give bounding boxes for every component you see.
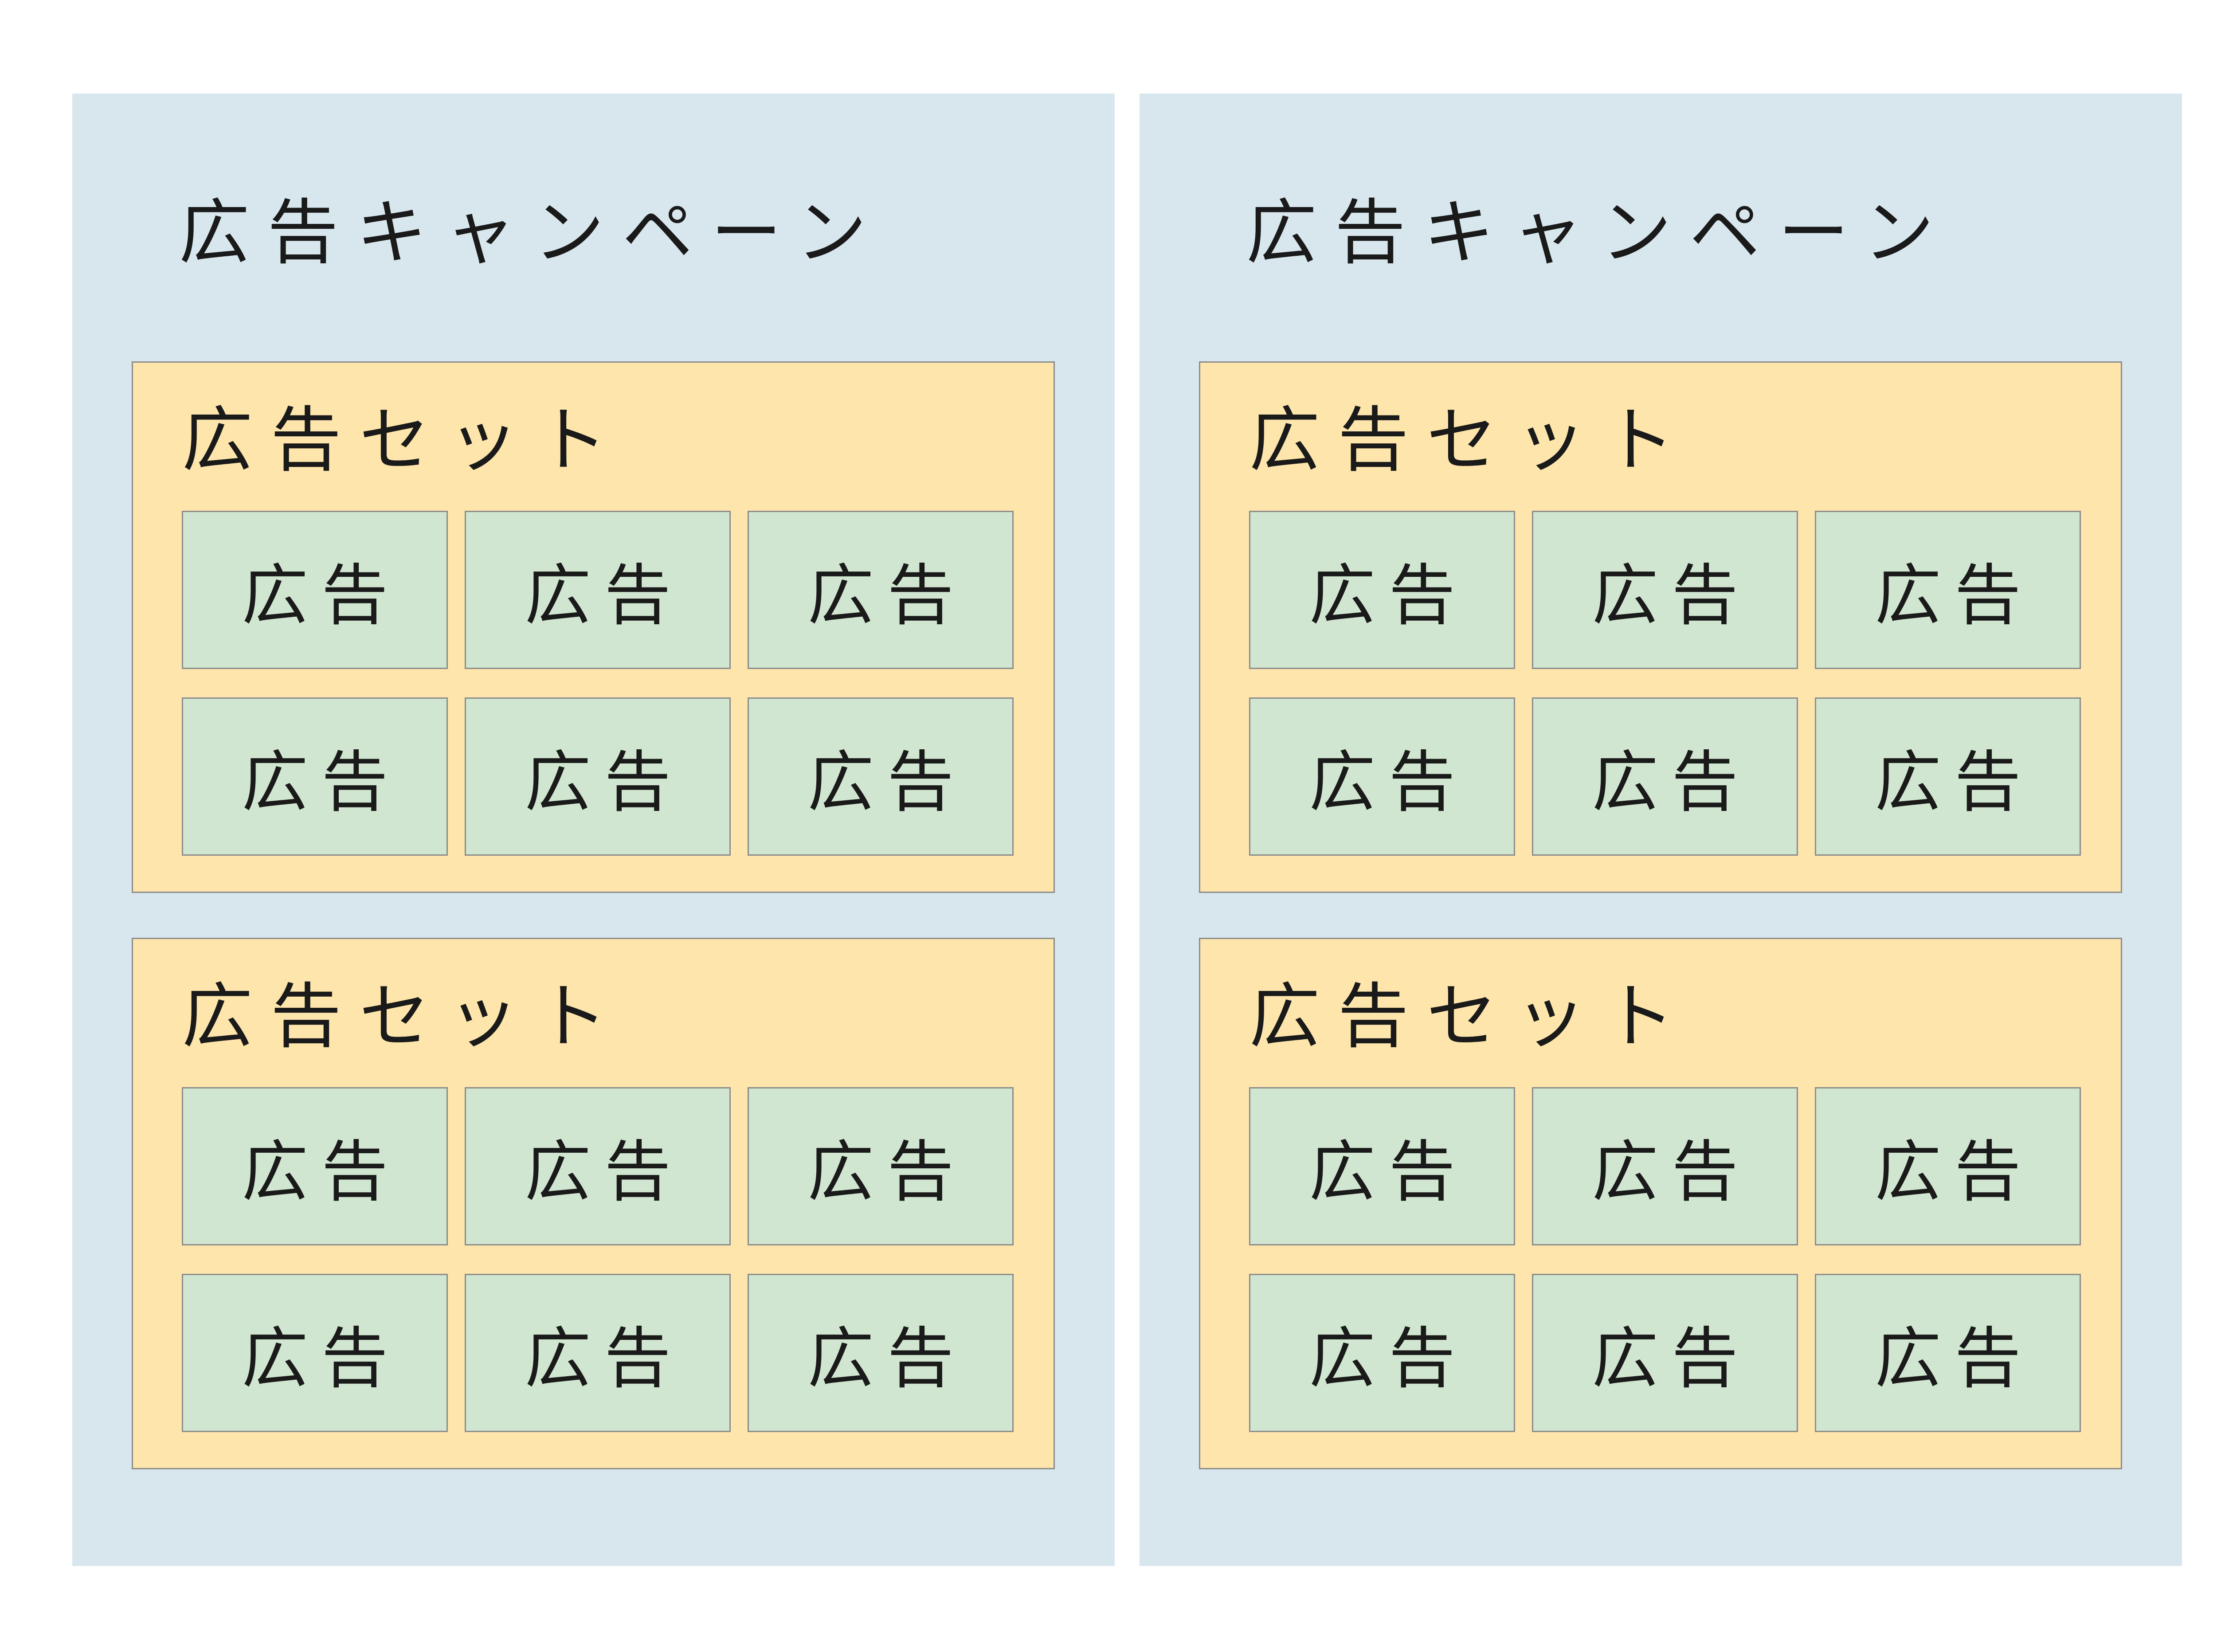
ad-box: 広告 xyxy=(1532,1274,1798,1432)
campaign-title: 広告キャンペーン xyxy=(179,191,885,274)
ad-box: 広告 xyxy=(465,511,731,669)
ad-box: 広告 xyxy=(1815,1274,2081,1432)
ad-label: 広告 xyxy=(1308,744,1469,821)
ad-label: 広告 xyxy=(241,557,401,634)
adset-box: 広告セット 広告 広告 広告 広告 広告 広告 xyxy=(1199,361,2122,893)
ad-label: 広告 xyxy=(241,1320,401,1398)
adset-box: 広告セット 広告 広告 広告 広告 広告 広告 xyxy=(1199,938,2122,1469)
ad-box: 広告 xyxy=(748,1087,1014,1245)
ad-box: 広告 xyxy=(1249,697,1515,856)
ad-box: 広告 xyxy=(1249,1274,1515,1432)
ad-label: 広告 xyxy=(524,744,684,821)
ad-label: 広告 xyxy=(1874,1134,2034,1211)
ad-box: 広告 xyxy=(1249,1087,1515,1245)
ad-label: 広告 xyxy=(524,1320,684,1398)
ad-grid: 広告 広告 広告 広告 広告 広告 xyxy=(182,1087,1014,1432)
ad-grid: 広告 広告 広告 広告 広告 広告 xyxy=(182,511,1014,856)
ad-label: 広告 xyxy=(807,1134,967,1211)
ad-box: 広告 xyxy=(182,1087,448,1245)
adset-title: 広告セット xyxy=(1249,975,1693,1058)
adset-title: 広告セット xyxy=(1249,399,1693,482)
ad-box: 広告 xyxy=(748,1274,1014,1432)
ad-box: 広告 xyxy=(1532,511,1798,669)
ad-box: 広告 xyxy=(1815,1087,2081,1245)
ad-box: 広告 xyxy=(465,1087,731,1245)
ad-label: 広告 xyxy=(1591,1320,1751,1398)
ad-label: 広告 xyxy=(1308,1134,1469,1211)
ad-label: 広告 xyxy=(241,1134,401,1211)
campaign-panel: 広告キャンペーン 広告セット 広告 広告 広告 広告 広告 広告 広告セット 広… xyxy=(1140,94,2182,1566)
ad-box: 広告 xyxy=(748,511,1014,669)
ad-grid: 広告 広告 広告 広告 広告 広告 xyxy=(1249,1087,2081,1432)
ad-box: 広告 xyxy=(1249,511,1515,669)
ad-label: 広告 xyxy=(524,1134,684,1211)
ad-box: 広告 xyxy=(1815,697,2081,856)
ad-label: 広告 xyxy=(1874,744,2034,821)
ad-label: 広告 xyxy=(1591,557,1751,634)
ad-label: 広告 xyxy=(1308,557,1469,634)
ad-box: 広告 xyxy=(182,697,448,856)
ad-box: 広告 xyxy=(465,697,731,856)
ad-label: 広告 xyxy=(1874,557,2034,634)
ad-grid: 広告 広告 広告 広告 広告 広告 xyxy=(1249,511,2081,856)
ad-label: 広告 xyxy=(1308,1320,1469,1398)
ad-box: 広告 xyxy=(465,1274,731,1432)
ad-box: 広告 xyxy=(1532,697,1798,856)
ad-box: 広告 xyxy=(182,1274,448,1432)
adset-box: 広告セット 広告 広告 広告 広告 広告 広告 xyxy=(132,938,1055,1469)
adset-box: 広告セット 広告 広告 広告 広告 広告 広告 xyxy=(132,361,1055,893)
campaign-panel: 広告キャンペーン 広告セット 広告 広告 広告 広告 広告 広告 広告セット 広… xyxy=(72,94,1115,1566)
ad-box: 広告 xyxy=(748,697,1014,856)
ad-box: 広告 xyxy=(1532,1087,1798,1245)
adset-title: 広告セット xyxy=(182,975,626,1058)
ad-label: 広告 xyxy=(1591,1134,1751,1211)
ad-label: 広告 xyxy=(524,557,684,634)
adset-title: 広告セット xyxy=(182,399,626,482)
ad-label: 広告 xyxy=(807,1320,967,1398)
ad-box: 広告 xyxy=(182,511,448,669)
ad-label: 広告 xyxy=(807,744,967,821)
ad-label: 広告 xyxy=(1874,1320,2034,1398)
ad-label: 広告 xyxy=(807,557,967,634)
ad-label: 広告 xyxy=(241,744,401,821)
ad-box: 広告 xyxy=(1815,511,2081,669)
ad-label: 広告 xyxy=(1591,744,1751,821)
campaign-title: 広告キャンペーン xyxy=(1246,191,1952,274)
